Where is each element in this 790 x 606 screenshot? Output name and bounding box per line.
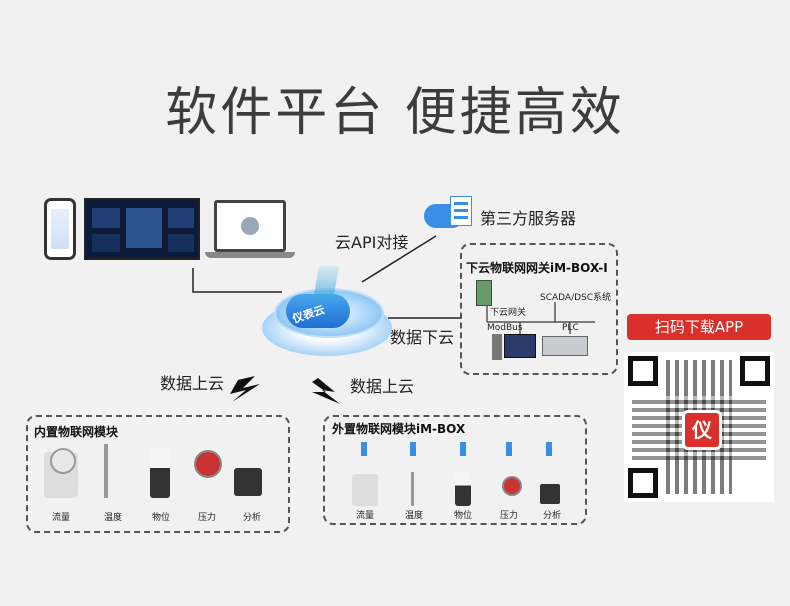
external-thermometer-image	[411, 472, 414, 506]
cloud-to-server-line	[361, 235, 437, 283]
device-to-cloud-line	[192, 268, 282, 293]
imbox-module-icon	[460, 442, 466, 456]
external-device-label-analysis: 分析	[543, 511, 562, 521]
internal-device-label-level: 物位	[152, 513, 171, 523]
cloud-api-label: 云API对接	[335, 233, 409, 252]
data-up-left-label: 数据上云	[160, 374, 225, 393]
scada-label: SCADA/DSC系统	[540, 293, 612, 303]
internal-module-box	[26, 415, 290, 533]
computer-tower	[492, 334, 502, 360]
external-module-box	[323, 415, 587, 525]
gateway-box	[460, 243, 618, 375]
page-title: 软件平台 便捷高效	[165, 83, 625, 143]
qr-logo-icon: 仪	[682, 410, 722, 450]
laptop-image	[214, 200, 286, 252]
internal-pressure-image	[194, 450, 222, 478]
external-device-label-level: 物位	[454, 511, 473, 521]
external-analyzer-image	[540, 484, 560, 504]
third-party-server-label: 第三方服务器	[480, 209, 577, 228]
internal-level-image	[150, 448, 170, 498]
download-app-button[interactable]: 扫码下载APP	[627, 314, 771, 340]
external-flowmeter-image	[352, 474, 378, 506]
plc-image	[542, 336, 588, 356]
gateway-title: 下云物联网网关iM-BOX-I	[466, 261, 608, 275]
data-up-right-label: 数据上云	[350, 377, 415, 396]
imbox-module-icon	[361, 442, 367, 456]
phone-image	[44, 198, 76, 260]
internal-flowmeter-image	[44, 448, 78, 498]
imbox-module-icon	[546, 442, 552, 456]
internal-device-label-temp: 温度	[104, 513, 123, 523]
gateway-device-image	[476, 280, 492, 306]
internal-thermometer-image	[104, 444, 108, 498]
lightning-right-icon	[312, 378, 340, 404]
internal-analyzer-image	[234, 468, 262, 496]
internal-device-label-analysis: 分析	[243, 513, 262, 523]
external-pressure-image	[502, 476, 522, 496]
gateway-device-label: 下云网关	[490, 308, 527, 318]
external-module-title: 外置物联网模块iM-BOX	[332, 422, 466, 436]
imbox-module-icon	[410, 442, 416, 456]
external-device-label-flow: 流量	[356, 511, 375, 521]
computer-image	[504, 334, 536, 358]
lightning-left-icon	[230, 376, 260, 402]
external-device-label-pressure: 压力	[500, 511, 519, 521]
data-down-label: 数据下云	[390, 328, 455, 347]
plc-label: PLC	[562, 323, 579, 333]
laptop-base	[205, 252, 295, 258]
internal-module-title: 内置物联网模块	[34, 425, 119, 439]
external-device-label-temp: 温度	[405, 511, 424, 521]
external-level-image	[455, 472, 471, 506]
imbox-module-icon	[506, 442, 512, 456]
server-rack-icon	[450, 196, 472, 226]
dashboard-screen-image	[84, 198, 200, 260]
internal-device-label-pressure: 压力	[198, 513, 217, 523]
modbus-label: ModBus	[487, 323, 523, 333]
internal-device-label-flow: 流量	[52, 513, 71, 523]
qr-code-image[interactable]: 仪	[624, 352, 774, 502]
